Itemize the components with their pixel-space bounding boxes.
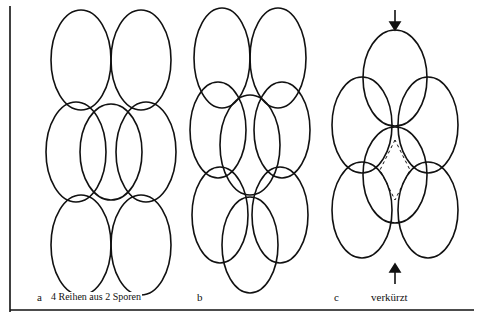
- frame-line: [10, 309, 474, 311]
- panel-letter: a: [36, 292, 43, 303]
- note-text: verkürzt: [370, 292, 409, 303]
- note-text: 4 Reihen aus 2 Sporen: [50, 292, 142, 302]
- panel-letter: c: [333, 292, 340, 303]
- frame-line: [9, 6, 11, 312]
- spore-group-b: [190, 8, 310, 293]
- spore-group-a: [46, 10, 176, 295]
- spore-group-c: [332, 10, 458, 284]
- panel-letter: b: [196, 292, 204, 303]
